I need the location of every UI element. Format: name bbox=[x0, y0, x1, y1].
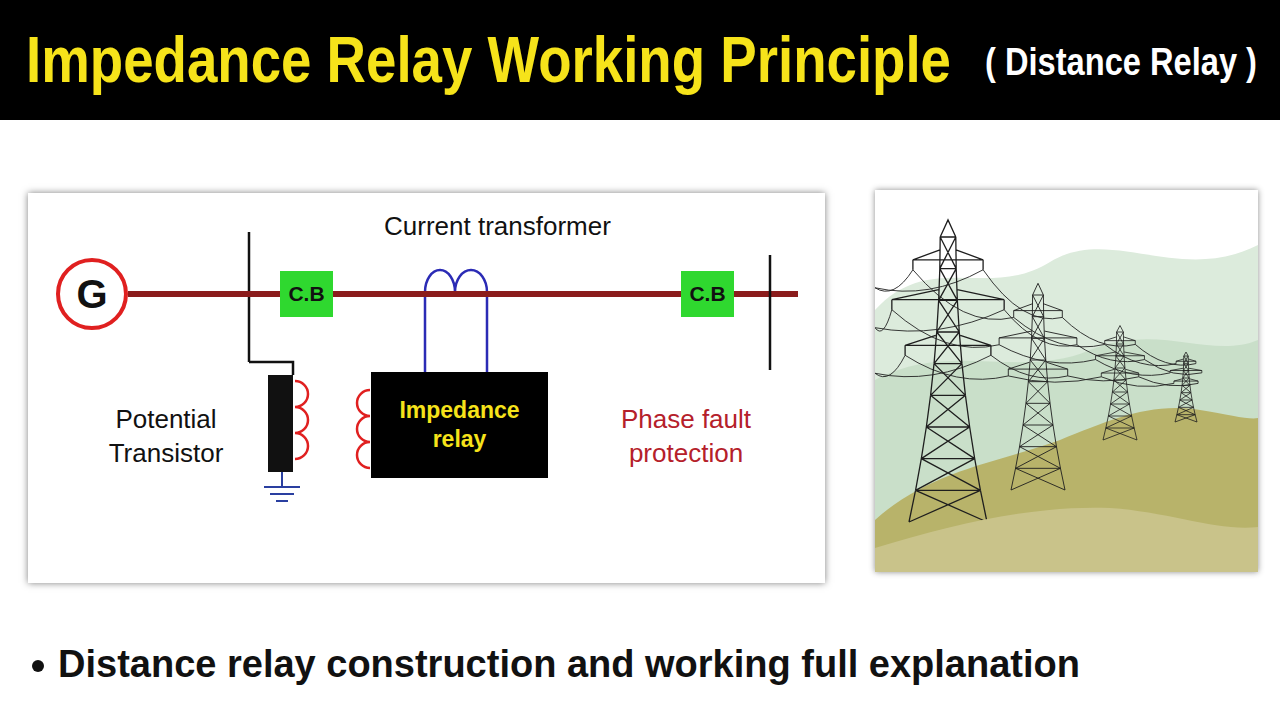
note-label: Phase fault protection bbox=[600, 403, 772, 471]
caption-text: Distance relay construction and working … bbox=[58, 640, 1080, 689]
power-wires bbox=[875, 270, 1202, 387]
circuit-breaker: C.B bbox=[280, 271, 333, 317]
hill bbox=[875, 508, 1258, 572]
tower-lattice bbox=[1170, 352, 1202, 422]
ground-symbol bbox=[270, 493, 294, 495]
transmission-line bbox=[733, 291, 798, 297]
note-label: Phase fault protection bbox=[600, 403, 772, 471]
potential-transformer-core bbox=[268, 375, 293, 472]
transmission-line bbox=[333, 291, 681, 297]
node-text: G bbox=[76, 269, 107, 319]
node-text: Impedance relay bbox=[385, 396, 535, 454]
node-text: C.B bbox=[288, 281, 324, 307]
circuit-breaker: C.B bbox=[681, 271, 734, 317]
ct-label: Current transformer bbox=[384, 210, 611, 244]
subtitle-text: ( Distance Relay ) bbox=[985, 38, 1280, 87]
pt-coil bbox=[295, 381, 308, 459]
ground-symbol bbox=[276, 500, 288, 502]
sky-haze bbox=[875, 245, 1258, 572]
bullet bbox=[32, 660, 44, 672]
tower-lattice bbox=[892, 220, 1004, 522]
pt-wire bbox=[249, 362, 293, 375]
transmission-tower bbox=[1170, 352, 1202, 422]
generator-circle bbox=[58, 260, 126, 328]
ct-label: Current transformer bbox=[384, 210, 611, 244]
pt-label: Potential Transistor bbox=[90, 403, 242, 471]
ground-wire bbox=[281, 472, 283, 487]
tower-illustration bbox=[875, 220, 1258, 572]
relay-box: Impedance relay bbox=[371, 372, 548, 478]
caption-text: Distance relay construction and working … bbox=[58, 640, 1080, 689]
node-text: C.B bbox=[689, 281, 725, 307]
generator-symbol: G bbox=[56, 258, 128, 330]
transmission-tower bbox=[892, 220, 1004, 522]
pt-label: Potential Transistor bbox=[90, 403, 242, 471]
transmission-line bbox=[128, 291, 280, 297]
relay-coil bbox=[357, 390, 370, 468]
bus-bar bbox=[769, 255, 772, 370]
ct-coil bbox=[425, 270, 487, 372]
transmission-tower bbox=[999, 283, 1077, 490]
ground-symbol bbox=[264, 486, 300, 488]
title-text: Impedance Relay Working Principle bbox=[26, 22, 951, 99]
title-text: Impedance Relay Working Principle bbox=[26, 22, 1110, 99]
subtitle-text: ( Distance Relay ) bbox=[985, 38, 1257, 87]
tower-lattice bbox=[999, 283, 1077, 490]
